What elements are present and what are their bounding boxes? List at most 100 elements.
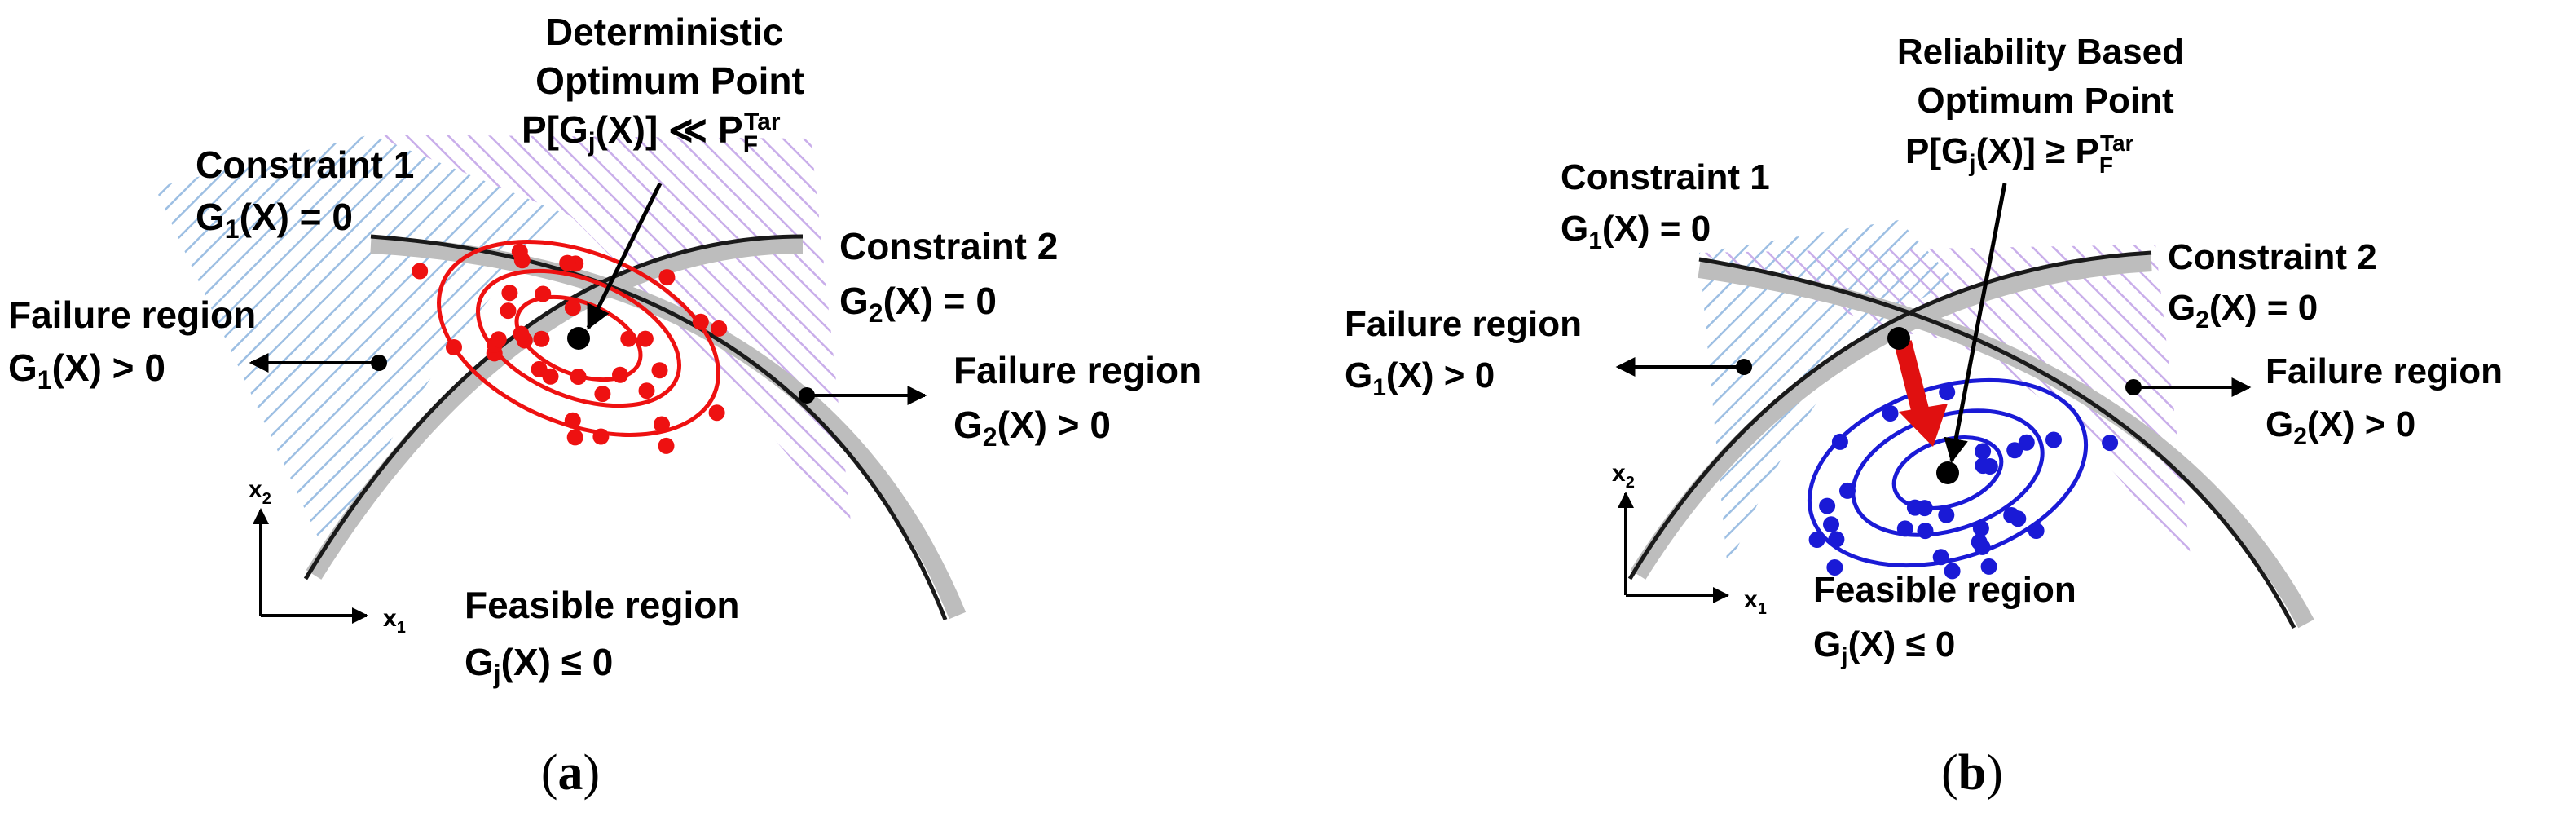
optimum-condition-a: P[Gj(X)] ≪ PFTar [522,108,781,158]
svg-text:x1: x1 [383,605,406,637]
failure-region-right-equation-a: G2(X) > 0 [953,404,1111,452]
deterministic-point-b [1887,327,1910,350]
sample-point [1916,500,1933,517]
sample-point [1938,506,1955,523]
sample-point [570,369,587,385]
design-shift-arrow [1894,340,1948,447]
svg-text:x2: x2 [1612,460,1635,492]
panel-b: x2 x1 Reliability Based Optimum Point P[… [1345,32,2503,801]
feasible-region-equation-b: Gj(X) ≤ 0 [1813,625,1955,670]
reliability-optimum-point [1936,461,1959,484]
sample-point [1939,384,1956,401]
failure-region-1-hatch [155,135,570,554]
sample-point [592,428,610,445]
sample-point [1896,520,1913,537]
sample-point [533,330,550,347]
sample-point [2102,435,2119,452]
constraint-2-label-b: Constraint 2 [2168,237,2377,277]
constraint-1-curve-shadow [370,236,967,620]
sample-point [2028,523,2045,539]
constraint-2-curve-b [1627,250,2152,580]
axis-x1-label: x [383,605,397,632]
sample-point [511,243,528,260]
sample-point [1882,405,1899,422]
sample-point [500,302,517,320]
panel-a: x2 x1 Deterministic Optimum Point P[Gj(X… [8,11,1201,801]
sample-point [1980,558,1997,575]
sample-point [636,330,654,347]
axis-x1-label-b: x [1744,586,1758,613]
deterministic-samples [412,243,728,454]
sample-point [612,366,628,383]
sample-point [513,325,530,342]
sample-point [412,263,429,280]
failure-region-left-label-b: Failure region [1345,304,1582,344]
sample-point [1944,563,1961,580]
sample-point [594,386,611,403]
constraint-2-curve-shadow [306,236,804,580]
failure-region-left-label-a: Failure region [8,294,256,336]
sample-point [1972,520,1989,537]
sample-point [1917,523,1934,540]
sample-point [651,362,668,379]
constraint-1-equation-a: G1(X) = 0 [196,196,353,244]
failure-region-right-label-a: Failure region [953,349,1201,391]
constraint-1-curve [370,234,948,620]
reliability-samples [1808,384,2119,580]
constraint-2-curve [303,234,804,580]
sample-point [1971,533,1988,550]
sample-point [2006,442,2023,459]
failure-region-right-equation-b: G2(X) > 0 [2266,404,2415,450]
constraint-1-curve-b [1698,257,2296,629]
axis-x2-label: x [249,476,262,503]
sample-point [1839,482,1856,499]
coordinate-axes-b: x2 x1 [1612,460,1767,618]
failure-region-right-label-b: Failure region [2266,351,2503,391]
feasible-region-label-a: Feasible region [465,584,739,626]
svg-text:x1: x1 [1744,586,1767,618]
sample-point [542,368,559,385]
sample-point [654,416,670,433]
optimum-title-a: Deterministic Optimum Point [535,11,804,102]
constraint-2-curve-shadow-b [1630,254,2152,580]
feasible-region-equation-a: Gj(X) ≤ 0 [465,641,613,689]
sample-point [2003,507,2020,523]
sample-point [658,437,675,454]
constraint-1-equation-b: G1(X) = 0 [1561,209,1711,254]
deterministic-optimum-point [567,327,590,350]
axis-x2-label-b: x [1612,460,1626,487]
sample-point [566,429,583,446]
optimum-pointer-arrow [586,182,663,330]
sample-point [446,339,462,355]
sample-point [490,331,507,348]
sample-point [1975,457,1992,475]
coordinate-axes-a: x2 x1 [249,476,406,637]
sample-point [1828,531,1845,548]
failure-region-left-equation-b: G1(X) > 0 [1345,355,1495,401]
panel-a-caption: (a) [541,745,600,801]
constraint-1-label-b: Constraint 1 [1561,157,1770,197]
failure-region-2-hatch [371,135,852,530]
sample-point [692,313,709,330]
constraint-2-label-a: Constraint 2 [839,225,1058,267]
sample-point [559,254,576,271]
sample-point [708,404,725,422]
constraint-1-label-a: Constraint 1 [196,143,414,186]
optimum-title-b: Reliability Based Optimum Point [1897,32,2194,121]
sample-point [564,412,581,429]
sample-point [2045,431,2062,448]
constraint-2-equation-a: G2(X) = 0 [839,280,997,328]
sample-point [2018,434,2035,451]
sample-point [711,320,728,337]
sample-point [501,285,518,302]
sample-point [1831,433,1848,450]
sample-point [1819,497,1836,514]
sample-point [620,330,637,347]
svg-text:x2: x2 [249,476,271,508]
failure-region-left-equation-a: G1(X) > 0 [8,346,165,395]
constraint-1-curve-shadow-b [1698,260,2314,629]
sample-point [1808,532,1825,548]
sample-point [1932,549,1949,566]
optimum-pointer-arrow-b [1944,183,2007,463]
